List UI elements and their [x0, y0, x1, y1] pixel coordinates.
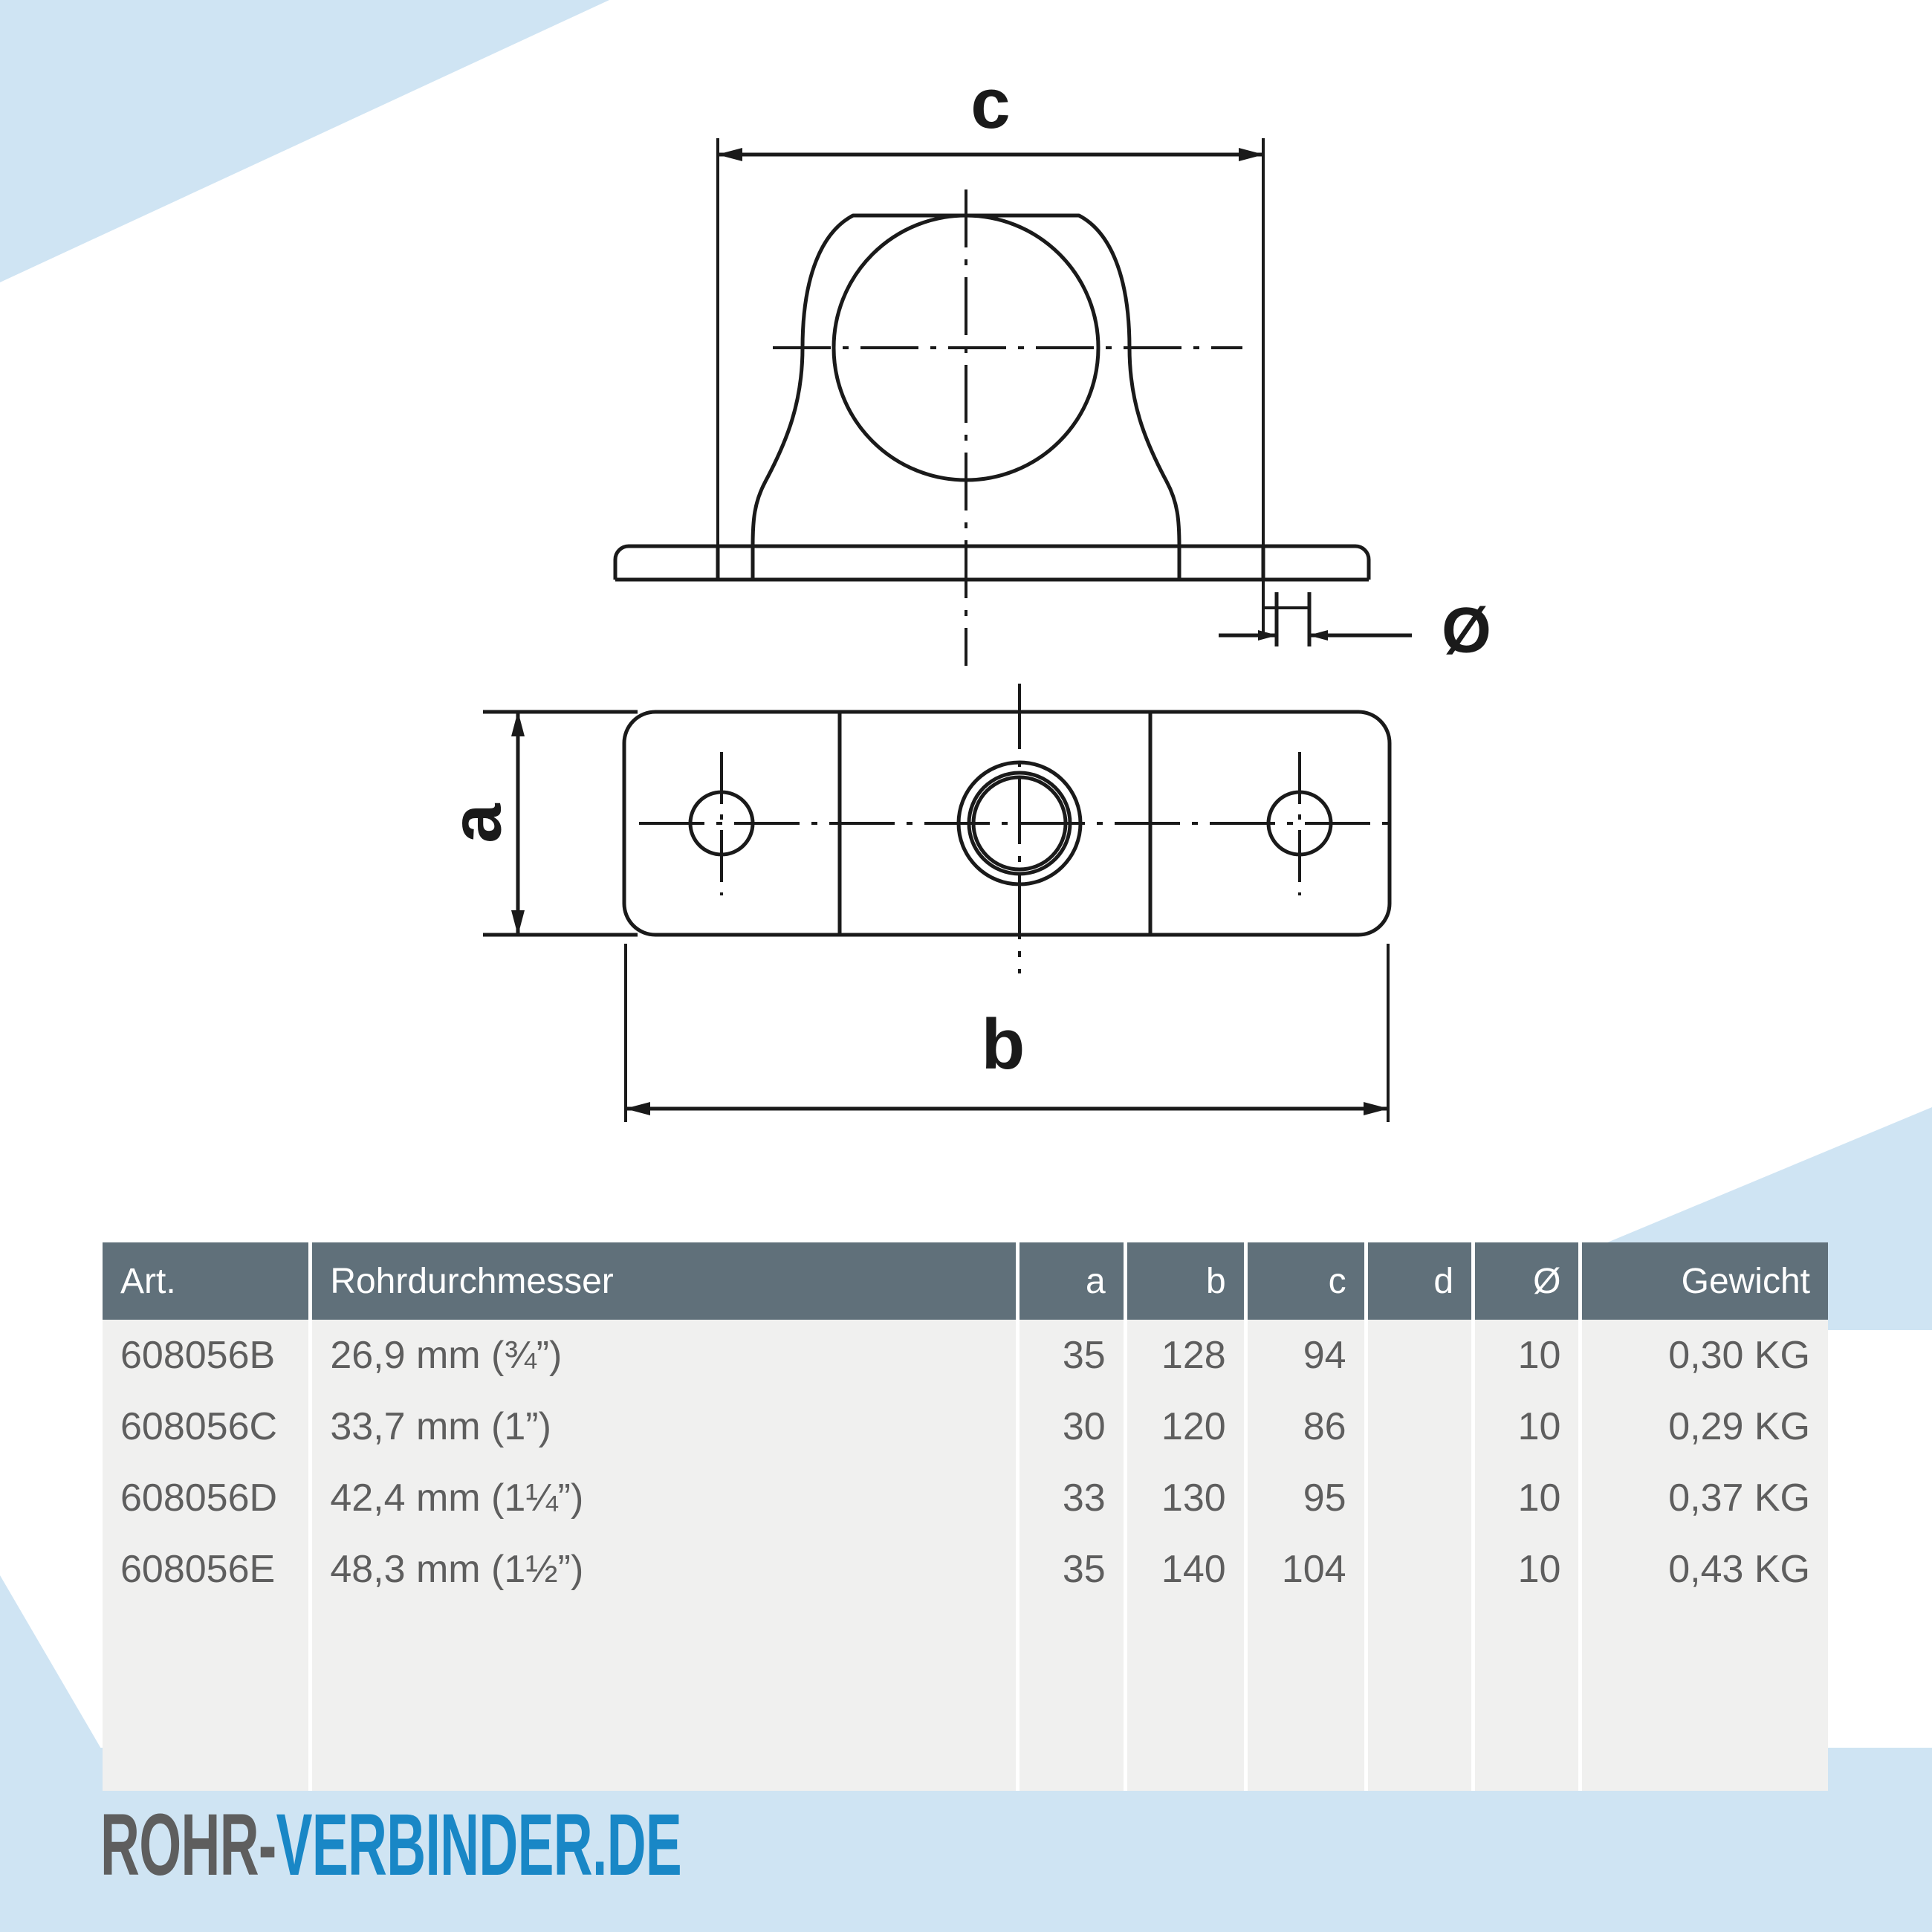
- column-header-a[interactable]: a: [1020, 1242, 1127, 1320]
- dimension-label-diameter: Ø: [1442, 595, 1491, 667]
- column-header-c[interactable]: c: [1247, 1242, 1368, 1320]
- cell-art: 608056B: [103, 1320, 313, 1391]
- cell-gewicht: 0,30 KG: [1582, 1320, 1828, 1391]
- front-view-geometry: [613, 213, 1371, 582]
- cell-filler: [1020, 1605, 1127, 1791]
- table-row[interactable]: 608056B 26,9 mm (¾”) 35 128 94 10 0,30 K…: [103, 1320, 1828, 1391]
- cell-a: 30: [1020, 1391, 1127, 1462]
- dimension-b: [624, 944, 1390, 1122]
- dimension-c: [716, 138, 1265, 546]
- dimension-diameter: [1219, 580, 1412, 646]
- cell-d: [1367, 1391, 1476, 1462]
- cell-d: [1367, 1534, 1476, 1605]
- cell-a: 35: [1020, 1320, 1127, 1391]
- dimension-label-c: c: [970, 64, 1010, 143]
- column-header-d[interactable]: d: [1367, 1242, 1476, 1320]
- cell-a: 33: [1020, 1462, 1127, 1534]
- cell-diameter: 10: [1475, 1320, 1583, 1391]
- cell-rohrdurchmesser: 42,4 mm (1¼”): [312, 1462, 1020, 1534]
- dimension-a: [483, 710, 638, 937]
- cell-art: 608056E: [103, 1534, 313, 1605]
- cell-rohrdurchmesser: 48,3 mm (1½”): [312, 1534, 1020, 1605]
- cell-art: 608056C: [103, 1391, 313, 1462]
- cell-gewicht: 0,37 KG: [1582, 1462, 1828, 1534]
- site-logo[interactable]: ROHR-VERBINDER.DE: [100, 1801, 682, 1889]
- cell-rohrdurchmesser: 26,9 mm (¾”): [312, 1320, 1020, 1391]
- decorative-wedge-left-notch: [0, 1575, 104, 1754]
- table-header-row: Art. Rohrdurchmesser a b c d Ø Gewicht: [103, 1242, 1828, 1320]
- cell-a: 35: [1020, 1534, 1127, 1605]
- cell-gewicht: 0,43 KG: [1582, 1534, 1828, 1605]
- cell-diameter: 10: [1475, 1391, 1583, 1462]
- table-row[interactable]: 608056D 42,4 mm (1¼”) 33 130 95 10 0,37 …: [103, 1462, 1828, 1534]
- top-view-centerlines: [639, 684, 1397, 973]
- dimension-label-b: b: [982, 1005, 1025, 1084]
- cell-b: 128: [1127, 1320, 1248, 1391]
- column-header-diameter[interactable]: Ø: [1475, 1242, 1583, 1320]
- cell-filler: [1367, 1605, 1476, 1791]
- logo-text-rohr: ROHR-: [100, 1796, 276, 1894]
- cell-filler: [1582, 1605, 1828, 1791]
- table-row[interactable]: 608056C 33,7 mm (1”) 30 120 86 10 0,29 K…: [103, 1391, 1828, 1462]
- table-row[interactable]: 608056E 48,3 mm (1½”) 35 140 104 10 0,43…: [103, 1534, 1828, 1605]
- cell-c: 86: [1247, 1391, 1368, 1462]
- cell-filler: [1247, 1605, 1368, 1791]
- cell-filler: [312, 1605, 1020, 1791]
- cell-filler: [1127, 1605, 1248, 1791]
- column-header-b[interactable]: b: [1127, 1242, 1248, 1320]
- cell-b: 120: [1127, 1391, 1248, 1462]
- cell-diameter: 10: [1475, 1462, 1583, 1534]
- cell-c: 94: [1247, 1320, 1368, 1391]
- cell-filler: [1475, 1605, 1583, 1791]
- cell-c: 95: [1247, 1462, 1368, 1534]
- cell-b: 130: [1127, 1462, 1248, 1534]
- cell-d: [1367, 1320, 1476, 1391]
- dimension-label-a: a: [436, 803, 516, 843]
- column-header-rohrdurchmesser[interactable]: Rohrdurchmesser: [312, 1242, 1020, 1320]
- specifications-table: Art. Rohrdurchmesser a b c d Ø Gewicht 6…: [103, 1242, 1828, 1791]
- cell-filler: [103, 1605, 313, 1791]
- cell-diameter: 10: [1475, 1534, 1583, 1605]
- logo-text-verbinder: VERBINDER.DE: [276, 1796, 682, 1894]
- front-view-centerlines: [773, 189, 1242, 666]
- table-filler-row: [103, 1605, 1828, 1791]
- cell-c: 104: [1247, 1534, 1368, 1605]
- cell-art: 608056D: [103, 1462, 313, 1534]
- column-header-gewicht[interactable]: Gewicht: [1582, 1242, 1828, 1320]
- technical-drawing: c Ø a b: [436, 64, 1491, 1122]
- cell-b: 140: [1127, 1534, 1248, 1605]
- column-header-art[interactable]: Art.: [103, 1242, 313, 1320]
- cell-rohrdurchmesser: 33,7 mm (1”): [312, 1391, 1020, 1462]
- cell-gewicht: 0,29 KG: [1582, 1391, 1828, 1462]
- cell-d: [1367, 1462, 1476, 1534]
